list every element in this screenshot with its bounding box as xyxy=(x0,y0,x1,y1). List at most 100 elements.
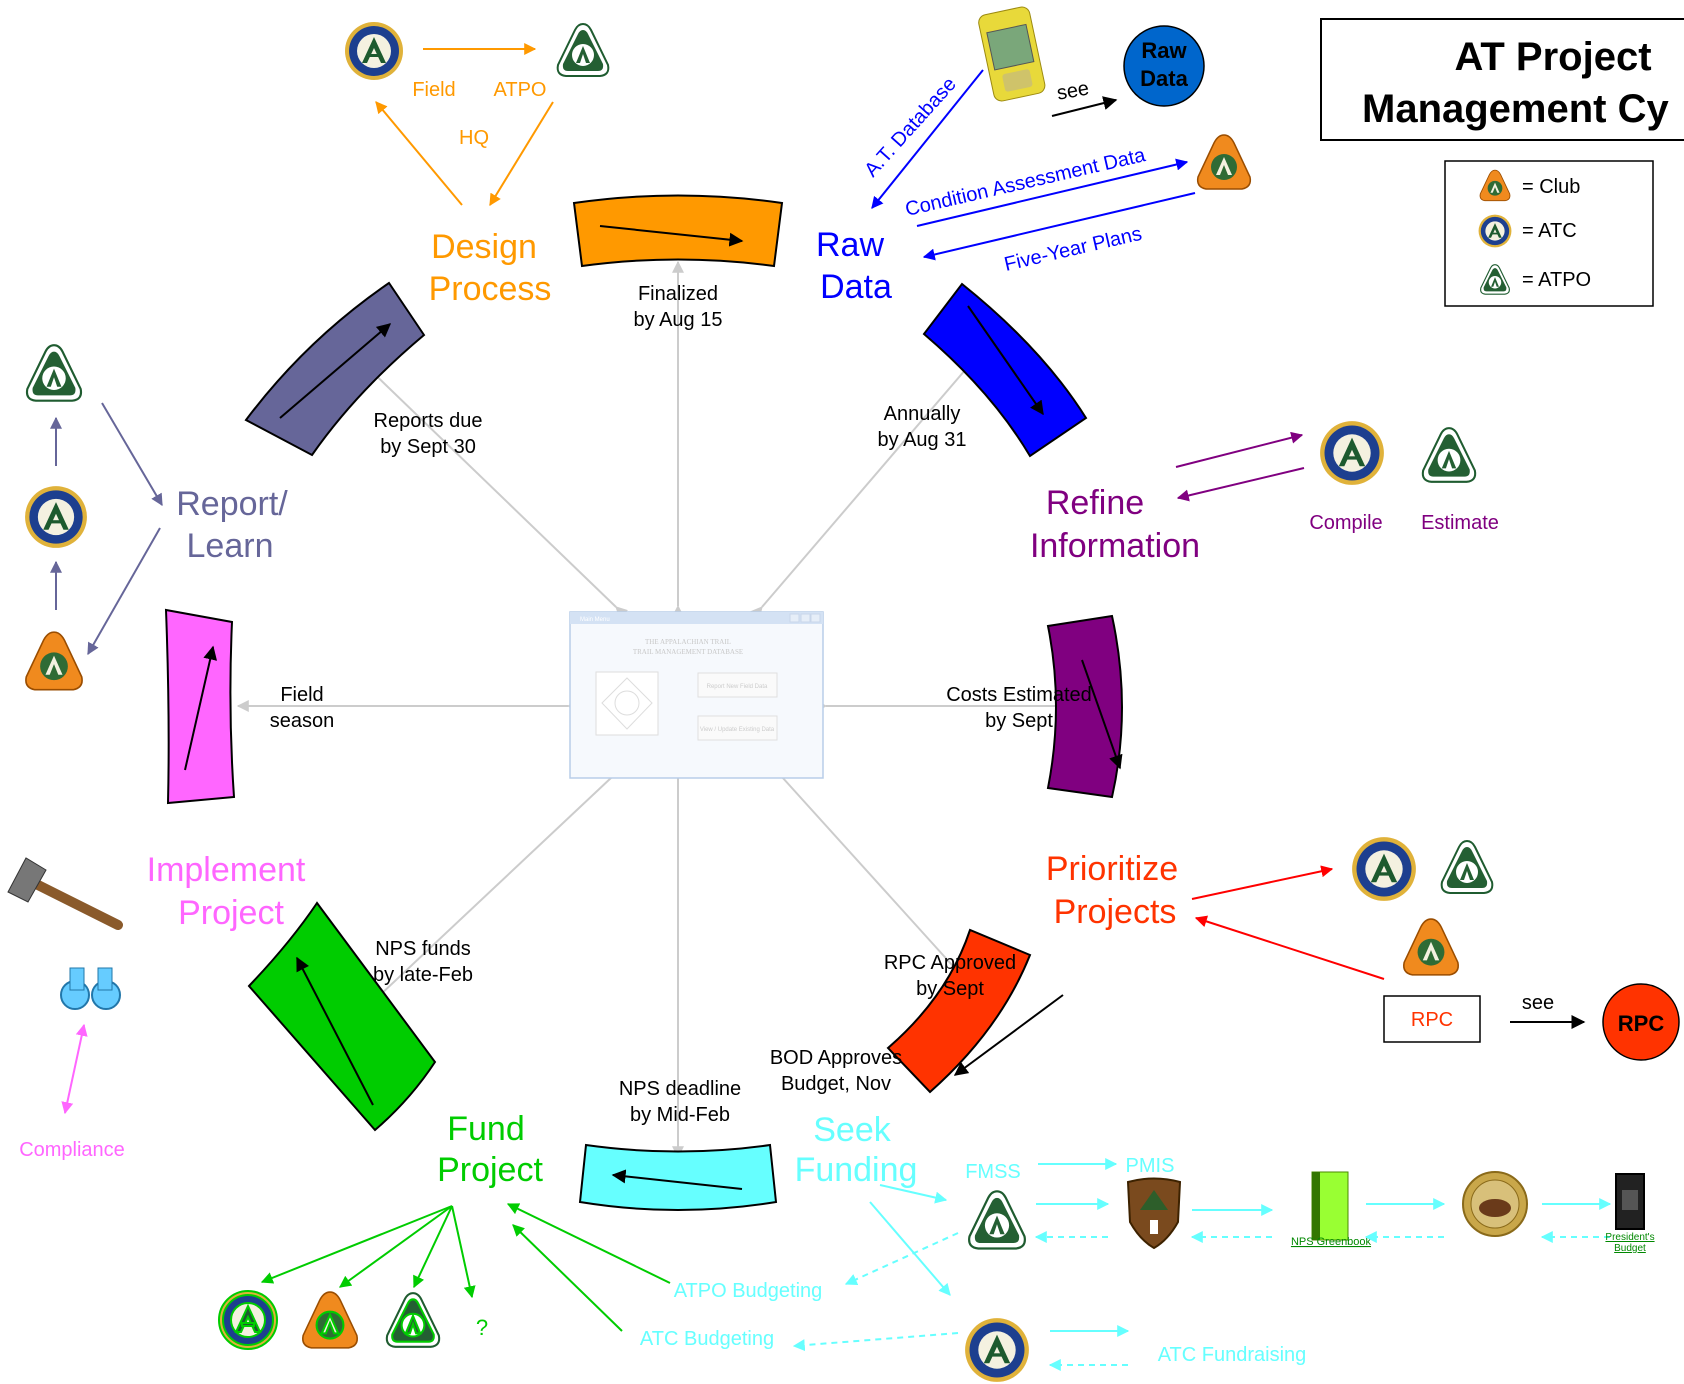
implement-subdiagram: Compliance xyxy=(7,857,125,1161)
atc-badge-icon xyxy=(25,486,87,548)
seek-atpo-budgeting-label: ATPO Budgeting xyxy=(674,1280,823,1302)
timing-field-2: season xyxy=(270,710,335,732)
timing-reports-2: by Sept 30 xyxy=(380,436,476,458)
window-btn1-label: Report New Field Data xyxy=(707,684,768,690)
stage-implement-line1: Implement xyxy=(147,851,306,889)
club-badge-icon xyxy=(25,631,83,691)
seek-subdiagram: FMSS PMIS NPS Greenbook xyxy=(640,1155,1655,1382)
atpo-badge-icon xyxy=(385,1292,441,1348)
atc-badge-icon xyxy=(965,1318,1029,1382)
raw-circle-line1: Raw xyxy=(1141,38,1187,63)
stage-raw-line1: Raw xyxy=(816,226,884,264)
atc-legend-icon xyxy=(1478,214,1512,248)
interior-seal-icon xyxy=(1462,1171,1528,1237)
stage-fund-line2: Project xyxy=(437,1151,543,1189)
timing-nps-funds-2: by late-Feb xyxy=(373,964,473,986)
binoculars-icon xyxy=(60,967,121,1010)
timing-bod-2: Budget, Nov xyxy=(781,1073,891,1095)
rpc-box-label: RPC xyxy=(1411,1009,1453,1031)
timing-rpc-2: by Sept xyxy=(916,978,984,1000)
atpo-badge-icon xyxy=(1421,427,1477,483)
raw-circle-line2: Data xyxy=(1140,66,1188,91)
gps-device-icon xyxy=(978,6,1046,102)
seek-atc-fundraising-label: ATC Fundraising xyxy=(1158,1344,1307,1366)
atc-badge-icon xyxy=(218,1290,278,1350)
seek-greenbook-label: NPS Greenbook xyxy=(1291,1236,1372,1248)
atpo-badge-icon xyxy=(556,23,610,77)
nps-arrowhead-icon xyxy=(1126,1177,1182,1250)
window-title-line1: THE APPALACHIAN TRAIL xyxy=(645,638,731,646)
window-btn2-label: View / Update Existing Data xyxy=(700,727,775,733)
stage-raw-line2: Data xyxy=(820,268,892,306)
wedge-direction-arrows xyxy=(184,225,1123,1190)
raw-data-circle xyxy=(1123,25,1205,107)
timing-field-1: Field xyxy=(280,684,323,706)
seek-atc-budgeting-label: ATC Budgeting xyxy=(640,1328,774,1350)
stage-refine-line1: Refine xyxy=(1046,484,1144,522)
raw-atdb-label: A.T. Database xyxy=(860,73,960,181)
design-hq-label: HQ xyxy=(459,127,489,149)
refine-estimate-label: Estimate xyxy=(1421,512,1499,534)
prioritize-subdiagram: RPC see RPC xyxy=(1191,837,1680,1061)
timing-reports-1: Reports due xyxy=(374,410,483,432)
wedge-raw-data xyxy=(922,282,1088,458)
title-line2: Management Cy xyxy=(1362,87,1669,131)
hammer-icon xyxy=(7,857,123,930)
raw-see-label: see xyxy=(1055,77,1091,104)
timing-bod-1: BOD Approves xyxy=(770,1047,902,1069)
stage-labels: Design Process Raw Data Refine Informati… xyxy=(147,226,1200,1189)
timing-rpc-1: RPC Approved xyxy=(884,952,1016,974)
atc-badge-icon xyxy=(345,22,403,80)
club-badge-icon xyxy=(301,1291,359,1349)
wedge-refine xyxy=(1046,614,1123,799)
atpo-badge-icon xyxy=(1440,840,1494,894)
club-badge-icon xyxy=(1196,134,1252,190)
legend-club: = Club xyxy=(1522,176,1580,198)
view-update-data-button[interactable] xyxy=(697,715,778,741)
timing-finalized-1: Finalized xyxy=(638,283,718,305)
center-radial-arrows xyxy=(236,260,1112,1159)
design-field-label: Field xyxy=(412,79,455,101)
raw-subdiagram: A.T. Database see Raw Data Condition Ass… xyxy=(860,6,1252,276)
stage-report-line2: Learn xyxy=(187,527,274,565)
timing-annually-1: Annually xyxy=(884,403,961,425)
seek-presidents-line1: President's xyxy=(1605,1232,1654,1243)
stage-seek-line1: Seek xyxy=(813,1111,891,1149)
wedge-fund xyxy=(247,901,437,1132)
seek-pmis-label: PMIS xyxy=(1126,1155,1175,1177)
stage-fund-line1: Fund xyxy=(447,1110,525,1148)
atpo-badge-icon xyxy=(25,344,83,402)
timing-nps-deadline-1: NPS deadline xyxy=(619,1078,741,1100)
stage-design-line1: Design xyxy=(431,228,537,266)
rpc-circle xyxy=(1602,983,1680,1061)
rpc-circle-label: RPC xyxy=(1618,1011,1665,1036)
design-subdiagram: Field ATPO HQ xyxy=(345,22,610,207)
timing-labels: Finalized by Aug 15 Annually by Aug 31 C… xyxy=(270,283,1092,1126)
refine-subdiagram: Compile Estimate xyxy=(1175,421,1499,534)
title-box: AT Project Management Cy xyxy=(1320,18,1684,141)
atc-badge-icon xyxy=(1352,837,1416,901)
legend-atc: = ATC xyxy=(1522,220,1577,242)
club-badge-icon xyxy=(1403,918,1459,976)
report-new-field-data-button[interactable] xyxy=(697,672,778,698)
rpc-box xyxy=(1383,995,1481,1043)
window-bar-title: Main Menu xyxy=(580,617,610,623)
stage-design-line2: Process xyxy=(429,270,552,308)
report-subdiagram xyxy=(25,344,163,691)
design-atpo-label: ATPO xyxy=(494,79,547,101)
atpo-badge-icon xyxy=(968,1190,1026,1250)
atc-badge-icon xyxy=(1320,421,1384,485)
timing-nps-deadline-2: by Mid-Feb xyxy=(630,1104,730,1126)
compliance-label: Compliance xyxy=(19,1139,125,1161)
title-line1: AT Project xyxy=(1454,35,1651,79)
center-database-window[interactable]: Main Menu THE APPALACHIAN TRAIL TRAIL MA… xyxy=(569,611,824,779)
timing-annually-2: by Aug 31 xyxy=(878,429,967,451)
nps-greenbook-icon xyxy=(1311,1171,1349,1241)
stage-prioritize-line1: Prioritize xyxy=(1046,850,1178,888)
raw-fiveyear-label: Five-Year Plans xyxy=(1002,223,1144,276)
raw-condition-label: Condition Assessment Data xyxy=(903,144,1148,221)
wedge-prioritize xyxy=(886,928,1032,1094)
wedge-seek-fund xyxy=(578,1143,778,1211)
presidents-budget-icon xyxy=(1615,1173,1645,1230)
fund-subdiagram: ? xyxy=(218,1203,671,1350)
